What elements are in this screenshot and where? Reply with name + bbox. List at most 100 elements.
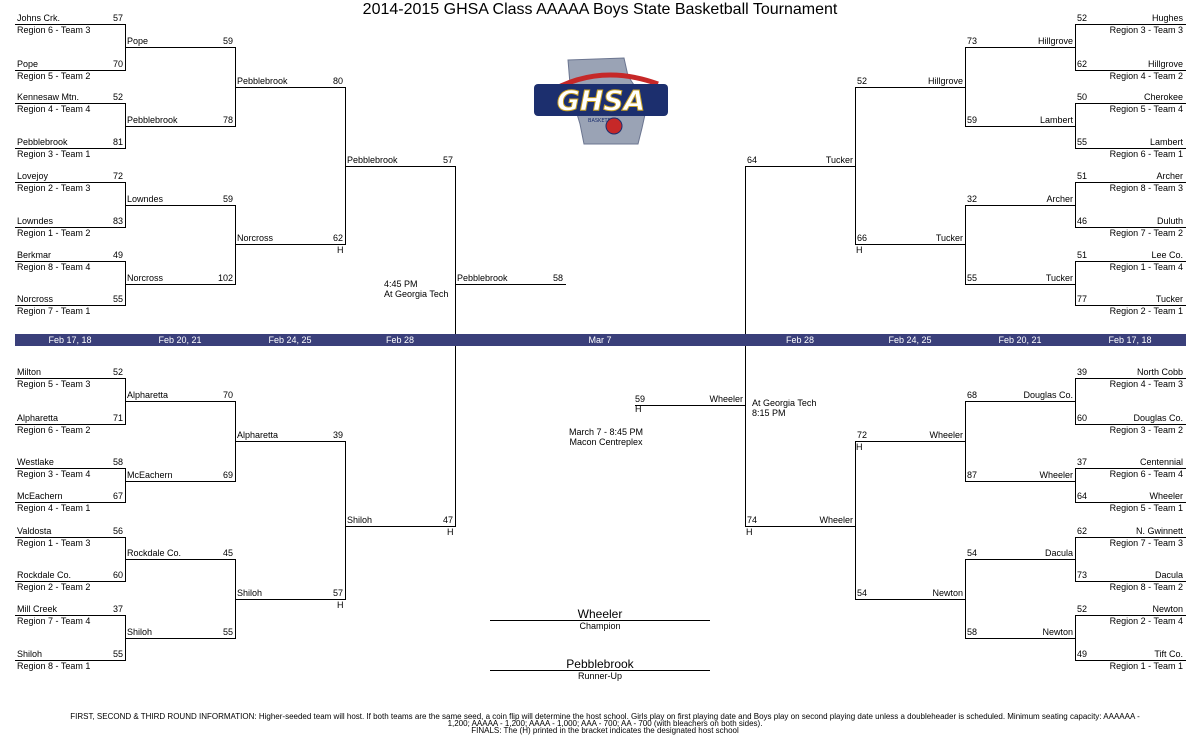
team-name: Tucker bbox=[1045, 273, 1073, 283]
team-score: 59 bbox=[967, 115, 978, 125]
team-name: Shiloh bbox=[127, 627, 153, 637]
team-score: 55 bbox=[112, 294, 123, 304]
date-label: Feb 24, 25 bbox=[888, 335, 932, 345]
bracket-line bbox=[965, 559, 966, 639]
team-score: 67 bbox=[112, 491, 123, 501]
team-seed: Region 1 - Team 4 bbox=[1109, 262, 1183, 272]
bracket-line bbox=[15, 660, 126, 661]
runner-up-label: Runner-Up bbox=[577, 671, 623, 681]
team-score: 55 bbox=[222, 627, 233, 637]
bracket-line bbox=[965, 205, 966, 285]
bracket-line bbox=[1075, 468, 1186, 469]
bracket-line bbox=[15, 182, 126, 183]
team-name: Norcross bbox=[237, 233, 274, 243]
bracket-line bbox=[345, 87, 346, 245]
bracket-line bbox=[745, 526, 856, 527]
bracket-line bbox=[15, 148, 126, 149]
bracket-line bbox=[15, 378, 126, 379]
team-name: Hillgrove bbox=[927, 76, 963, 86]
bracket-line bbox=[125, 24, 126, 71]
team-score: 59 bbox=[635, 394, 646, 404]
bracket-line bbox=[965, 559, 1076, 560]
date-label: Feb 20, 21 bbox=[158, 335, 202, 345]
bracket-line bbox=[15, 70, 126, 71]
team-name: Alpharetta bbox=[237, 430, 279, 440]
team-score: 55 bbox=[967, 273, 978, 283]
bracket-line bbox=[125, 284, 236, 285]
team-name: Pebblebrook bbox=[457, 273, 508, 283]
team-name: Shiloh bbox=[17, 649, 43, 659]
bracket-line bbox=[1075, 537, 1076, 582]
team-score: 51 bbox=[1077, 250, 1088, 260]
bracket-line bbox=[235, 244, 346, 245]
team-name: Lowndes bbox=[17, 216, 54, 226]
team-score: 83 bbox=[112, 216, 123, 226]
team-seed: Region 2 - Team 4 bbox=[1109, 616, 1183, 626]
bracket-line bbox=[235, 559, 236, 639]
team-seed: Region 2 - Team 1 bbox=[1109, 306, 1183, 316]
bracket-line bbox=[1075, 182, 1186, 183]
team-score: 37 bbox=[1077, 457, 1088, 467]
host-marker: H bbox=[447, 527, 454, 537]
team-seed: Region 4 - Team 4 bbox=[17, 104, 91, 114]
bracket-line bbox=[125, 537, 126, 582]
bracket-line bbox=[1075, 70, 1186, 71]
bracket-line bbox=[1075, 378, 1076, 425]
team-name: Cherokee bbox=[1143, 92, 1183, 102]
bracket-line bbox=[965, 401, 966, 482]
bracket-line bbox=[1075, 378, 1186, 379]
bracket-line bbox=[125, 205, 236, 206]
team-name: Kennesaw Mtn. bbox=[17, 92, 80, 102]
team-score: 58 bbox=[967, 627, 978, 637]
team-name: Norcross bbox=[127, 273, 164, 283]
host-marker: H bbox=[337, 245, 344, 255]
team-score: 49 bbox=[112, 250, 123, 260]
runner-up-line bbox=[490, 670, 710, 671]
team-name: Archer bbox=[1046, 194, 1073, 204]
host-marker: H bbox=[856, 442, 863, 452]
team-seed: Region 2 - Team 3 bbox=[17, 183, 91, 193]
basketball-icon bbox=[605, 117, 623, 135]
bracket-line bbox=[345, 526, 456, 527]
bracket-line bbox=[965, 481, 1076, 482]
bracket-line bbox=[1075, 103, 1076, 149]
date-label: Feb 24, 25 bbox=[268, 335, 312, 345]
bracket-line bbox=[965, 47, 1076, 48]
team-score: 70 bbox=[222, 390, 233, 400]
team-score: 62 bbox=[1077, 59, 1088, 69]
team-score: 49 bbox=[1077, 649, 1088, 659]
bracket-line bbox=[1075, 537, 1186, 538]
team-seed: Region 8 - Team 1 bbox=[17, 661, 91, 671]
team-name: Wheeler bbox=[929, 430, 963, 440]
team-name: Lee Co. bbox=[1151, 250, 1183, 260]
bracket-line bbox=[965, 47, 966, 127]
team-score: 66 bbox=[857, 233, 868, 243]
bracket-line bbox=[855, 441, 966, 442]
date-label: Feb 17, 18 bbox=[48, 335, 92, 345]
team-score: 72 bbox=[112, 171, 123, 181]
team-name: Berkmar bbox=[17, 250, 52, 260]
semifinal-time: 8:15 PM bbox=[752, 408, 786, 418]
team-name: Centennial bbox=[1139, 457, 1183, 467]
bracket-line bbox=[345, 166, 456, 167]
bracket-line bbox=[235, 87, 346, 88]
bracket-line bbox=[455, 284, 566, 285]
bracket-line bbox=[855, 441, 856, 600]
bracket-line bbox=[1075, 305, 1186, 306]
team-seed: Region 3 - Team 1 bbox=[17, 149, 91, 159]
team-name: Wheeler bbox=[819, 515, 853, 525]
team-name: Dacula bbox=[1044, 548, 1073, 558]
team-seed: Region 8 - Team 3 bbox=[1109, 183, 1183, 193]
team-seed: Region 6 - Team 4 bbox=[1109, 469, 1183, 479]
team-name: Newton bbox=[1152, 604, 1183, 614]
team-seed: Region 3 - Team 4 bbox=[17, 469, 91, 479]
team-name: Johns Crk. bbox=[17, 13, 61, 23]
team-seed: Region 4 - Team 2 bbox=[1109, 71, 1183, 81]
final-time: March 7 - 8:45 PM bbox=[568, 427, 644, 437]
bracket-line bbox=[1075, 261, 1186, 262]
team-score: 52 bbox=[1077, 13, 1088, 23]
team-score: 70 bbox=[112, 59, 123, 69]
bracket-line bbox=[235, 205, 236, 285]
team-score: 56 bbox=[112, 526, 123, 536]
team-seed: Region 3 - Team 2 bbox=[1109, 425, 1183, 435]
